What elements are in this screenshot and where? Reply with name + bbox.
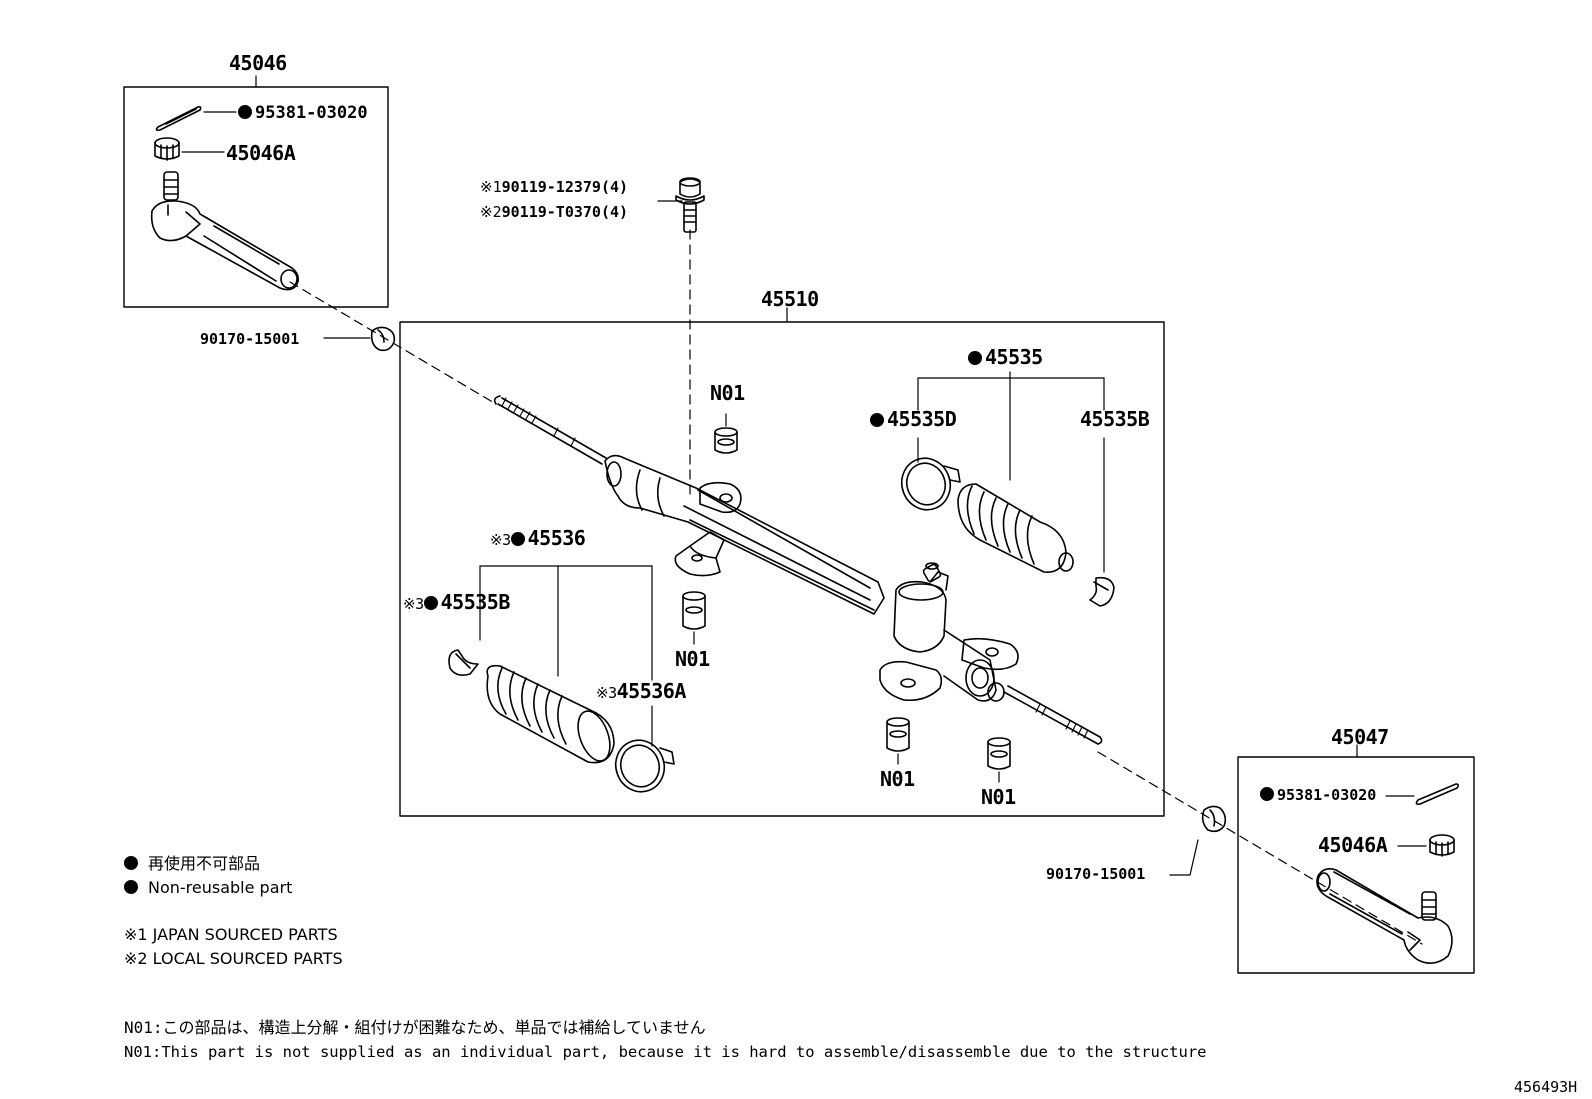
boot-kit-right-bracket	[917, 371, 1105, 573]
castle-nut-right	[1429, 834, 1455, 857]
non-reusable-dot-icon	[870, 413, 884, 427]
bushing-n01-low-right	[987, 737, 1011, 770]
grommet-left	[370, 326, 396, 352]
footnote-jp: N01:この部品は、構造上分解・組付けが困難なため、単品では補給していません	[124, 1018, 706, 1037]
clip-left	[448, 649, 479, 676]
non-reusable-dot-icon	[968, 351, 982, 365]
label-bolt-line1: ※190119-12379(4)	[480, 178, 629, 196]
label-nut-right: 45046A	[1318, 833, 1388, 857]
non-reusable-dot-icon	[423, 596, 438, 610]
cotter-pin-right	[1415, 783, 1460, 805]
label-nut-left: 45046A	[226, 141, 296, 165]
band-clamp-right	[900, 457, 961, 511]
cotter-pin-left	[155, 106, 202, 131]
label-45536A: ※345536A	[596, 679, 686, 703]
label-n01-top: N01	[710, 381, 745, 405]
label-45510: 45510	[761, 287, 819, 311]
box-45510	[399, 321, 1165, 817]
sourcing-note-1: ※1 JAPAN SOURCED PARTS	[124, 925, 338, 944]
castle-nut-left	[154, 137, 180, 161]
label-n01-low-left: N01	[880, 767, 915, 791]
bellows-boot-left	[486, 664, 615, 764]
label-45535D: 45535D	[870, 408, 957, 430]
box-45047	[1237, 756, 1475, 974]
label-cotter-left: 95381-03020	[238, 104, 368, 122]
label-cotter-right: 95381-03020	[1260, 786, 1376, 804]
boot-kit-left-bracket	[479, 565, 653, 747]
bellows-boot-right	[957, 483, 1074, 573]
legend-en: Non-reusable part	[124, 878, 292, 898]
steering-rack-body	[493, 395, 1103, 745]
non-reusable-dot-icon	[124, 880, 138, 894]
bushing-n01-low-left	[886, 717, 910, 752]
non-reusable-dot-icon	[124, 856, 138, 870]
label-45535: 45535	[968, 346, 1043, 368]
label-n01-mid: N01	[675, 647, 710, 671]
non-reusable-dot-icon	[1260, 787, 1274, 801]
non-reusable-dot-icon	[238, 105, 252, 119]
label-45535B-right: 45535B	[1080, 407, 1150, 431]
bushing-n01-mid	[682, 591, 706, 630]
diagram-code: 456493H	[1514, 1078, 1578, 1096]
assembly-axis	[289, 229, 1423, 945]
band-clamp-left	[614, 739, 675, 793]
non-reusable-dot-icon	[510, 532, 525, 546]
label-n01-low-right: N01	[981, 785, 1016, 809]
grommet-right	[1201, 805, 1227, 833]
legend-jp: 再使用不可部品	[124, 854, 260, 874]
bushing-n01-top	[714, 427, 738, 454]
label-45046: 45046	[229, 51, 287, 75]
sourcing-note-2: ※2 LOCAL SOURCED PARTS	[124, 949, 343, 968]
footnote-en: N01:This part is not supplied as an indi…	[124, 1043, 1207, 1061]
label-bolt-line2: ※290119-T0370(4)	[480, 203, 629, 221]
tie-rod-end-left	[150, 171, 300, 291]
mounting-bolt	[675, 177, 705, 233]
label-45047: 45047	[1331, 725, 1389, 749]
clip-right	[1089, 576, 1115, 607]
label-grommet-left: 90170-15001	[200, 330, 300, 348]
tie-rod-end-right	[1316, 868, 1453, 964]
label-grommet-right: 90170-15001	[1046, 865, 1146, 883]
